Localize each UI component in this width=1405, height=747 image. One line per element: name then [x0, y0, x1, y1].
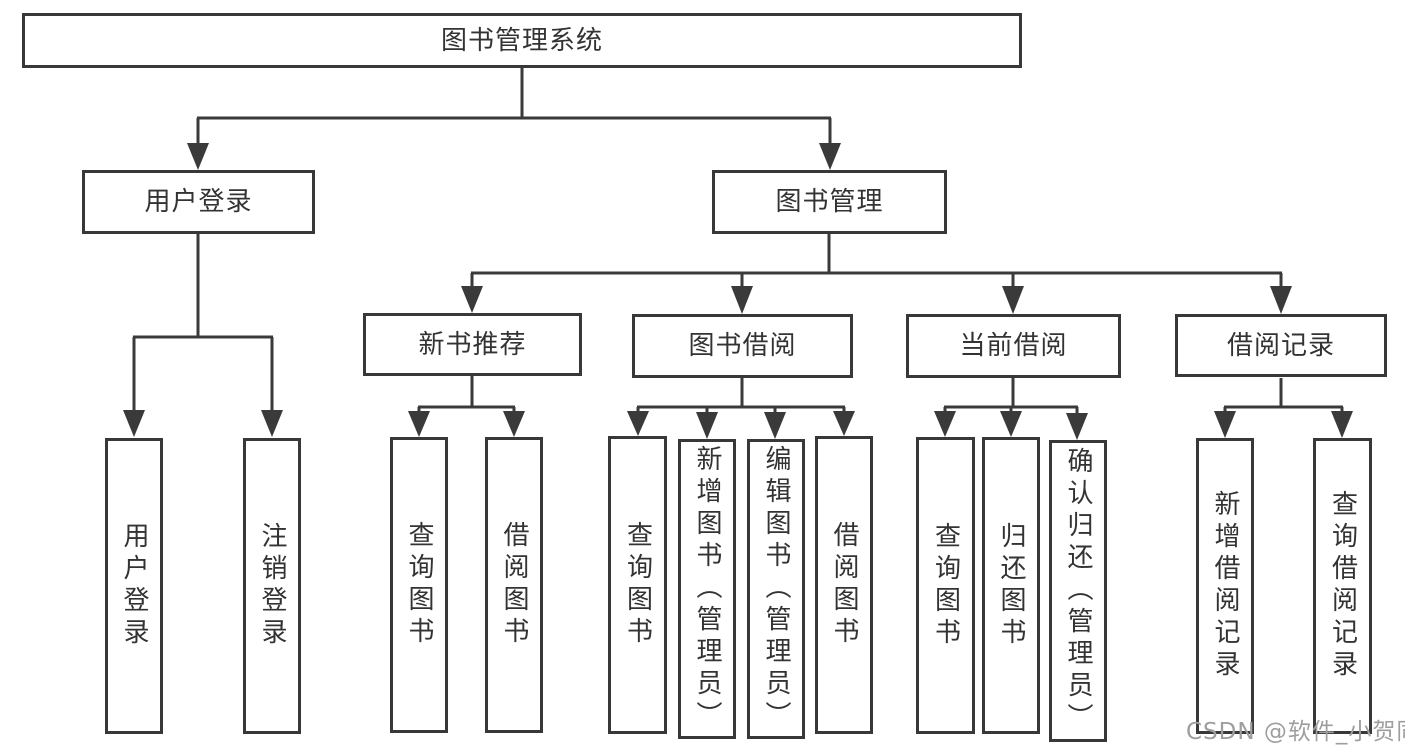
- arrowhead-user-login: [187, 143, 209, 170]
- node-cb-confirm: 确认归还（管理员）: [1049, 440, 1107, 742]
- connector-borrow-record-path: [1223, 378, 1344, 414]
- connector-borrow-record-children: [1214, 378, 1353, 438]
- connector-book-mgmt-path: [470, 234, 1283, 290]
- arrowhead-cb-query: [934, 411, 956, 437]
- connector-current-borrow-children: [934, 378, 1088, 440]
- node-nb-borrow: 借阅图书: [485, 437, 543, 733]
- connector-book-borrow-path: [636, 378, 846, 414]
- node-cb-query: 查询图书: [916, 437, 975, 734]
- node-br-add: 新增借阅记录: [1196, 438, 1254, 734]
- arrowhead-new-book: [461, 286, 483, 313]
- node-root: 图书管理系统: [22, 13, 1022, 68]
- node-current-borrow: 当前借阅: [906, 314, 1121, 378]
- arrowhead-borrow-record: [1270, 286, 1292, 314]
- arrowhead-bb-edit: [764, 412, 786, 439]
- node-user-login: 用户登录: [82, 170, 315, 234]
- arrowhead-br-add: [1214, 411, 1236, 438]
- node-book-borrow: 图书借阅: [632, 314, 853, 378]
- node-book-mgmt: 图书管理: [712, 170, 947, 234]
- arrowhead-cb-return: [1000, 411, 1022, 437]
- arrowhead-book-mgmt: [819, 143, 841, 170]
- node-cb-return: 归还图书: [982, 437, 1040, 734]
- connector-book-mgmt-children: [461, 234, 1292, 314]
- arrowhead-bb-borrow: [833, 411, 855, 436]
- node-leaf-user-login: 用户登录: [105, 438, 163, 734]
- node-bb-query: 查询图书: [608, 436, 667, 734]
- arrowhead-bb-add: [696, 412, 718, 439]
- arrowhead-leaf-user-login: [123, 410, 145, 437]
- arrowhead-book-borrow: [731, 286, 753, 314]
- watermark: CSDN @软件_小贺同学: [1186, 719, 1405, 745]
- node-nb-query: 查询图书: [390, 437, 448, 733]
- connector-book-borrow-children: [627, 378, 855, 439]
- connector-new-book-children: [408, 376, 525, 437]
- arrowhead-cb-confirm: [1066, 413, 1088, 440]
- arrowhead-bb-query: [627, 411, 649, 436]
- node-bb-add: 新增图书（管理员）: [678, 439, 736, 739]
- connector-root-children: [187, 68, 841, 170]
- connector-new-book-path: [417, 376, 516, 414]
- node-bb-borrow: 借阅图书: [815, 436, 873, 734]
- node-borrow-record: 借阅记录: [1175, 314, 1387, 377]
- node-br-query: 查询借阅记录: [1313, 438, 1372, 734]
- connector-user-login-children: [123, 234, 283, 437]
- arrowhead-nb-borrow: [503, 411, 525, 437]
- arrowhead-br-query: [1331, 411, 1353, 438]
- node-new-book: 新书推荐: [363, 313, 582, 376]
- arrowhead-nb-query: [408, 411, 430, 437]
- node-leaf-logout: 注销登录: [243, 438, 301, 734]
- connector-root-path: [196, 68, 832, 148]
- arrowhead-leaf-logout: [261, 410, 283, 437]
- node-bb-edit: 编辑图书（管理员）: [747, 439, 805, 739]
- connector-current-borrow-path: [943, 378, 1079, 414]
- arrowhead-current-borrow: [1002, 286, 1024, 314]
- connector-user-login-path: [132, 234, 274, 412]
